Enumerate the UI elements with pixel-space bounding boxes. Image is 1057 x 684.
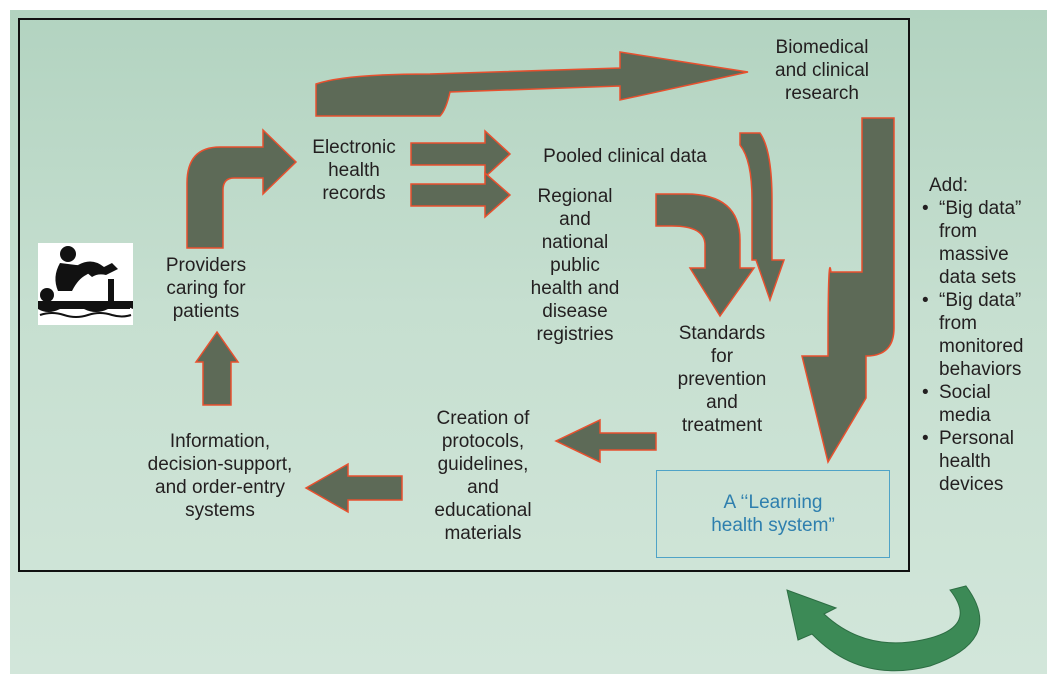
arrow-registries-to-standards bbox=[655, 193, 756, 318]
learning-health-system-box: A ‘‘Learning health system” bbox=[656, 470, 890, 558]
patient-care-icon bbox=[38, 243, 133, 325]
add-item: Personal health devices bbox=[919, 427, 1029, 496]
arrow-providers-to-ehr bbox=[186, 128, 298, 249]
node-information-systems: Information,decision-support,and order-e… bbox=[147, 431, 293, 521]
diagram-frame bbox=[18, 18, 910, 572]
arrow-standards-to-protocols bbox=[554, 418, 657, 464]
feedback-arrow bbox=[786, 585, 981, 672]
add-list: “Big data” from massive data sets “Big d… bbox=[919, 197, 1029, 496]
arrow-ehr-to-research bbox=[315, 51, 749, 117]
add-item: Social media bbox=[919, 381, 1029, 427]
node-pooled-clinical-data: Pooled clinical data bbox=[543, 146, 707, 167]
arrow-info-to-providers bbox=[194, 330, 240, 406]
arrow-research-to-learning bbox=[801, 117, 895, 464]
add-title: Add: bbox=[929, 175, 969, 196]
arrow-pooled-to-standards bbox=[739, 132, 786, 303]
add-panel: Add: “Big data” from massive data sets “… bbox=[919, 174, 1029, 496]
arrow-ehr-to-pooled bbox=[410, 129, 512, 179]
add-item: “Big data” from massive data sets bbox=[919, 197, 1029, 289]
arrow-ehr-to-registries bbox=[410, 171, 512, 219]
add-item: “Big data” from monitored behaviors bbox=[919, 289, 1029, 381]
arrow-protocols-to-info bbox=[304, 462, 403, 514]
